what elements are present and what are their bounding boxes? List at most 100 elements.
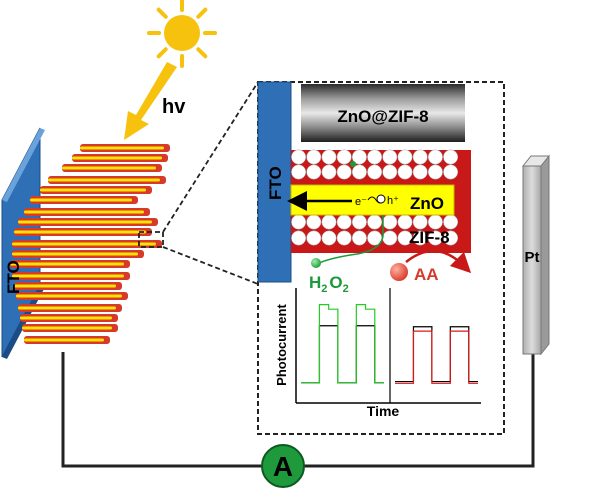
zif8-pore xyxy=(291,149,307,165)
zif8-pore xyxy=(336,164,352,180)
zif8-label: ZIF-8 xyxy=(409,228,450,247)
h2o2-molecule-icon xyxy=(311,258,321,268)
zif8-pore xyxy=(427,164,443,180)
fto-inset-label: FTO xyxy=(266,166,285,200)
sun-ray-icon xyxy=(196,7,208,19)
zif8-pore xyxy=(367,164,383,180)
aa-label: AA xyxy=(414,265,439,284)
zif8-pore xyxy=(382,214,398,230)
nanorod-core xyxy=(22,326,112,330)
zif8-pore xyxy=(336,214,352,230)
diffusion-path xyxy=(316,215,384,265)
zif8-pore xyxy=(321,214,337,230)
zif8-pore xyxy=(351,164,367,180)
nanorod-core xyxy=(12,274,124,278)
zif8-pore xyxy=(321,230,337,246)
zif8-pore xyxy=(291,230,307,246)
zif8-pore xyxy=(306,164,322,180)
zif8-pore xyxy=(306,214,322,230)
pt-electrode-label: Pt xyxy=(525,249,540,266)
aa-molecule-icon xyxy=(390,263,408,281)
zif8-pore xyxy=(443,164,459,180)
zif8-pore xyxy=(382,164,398,180)
nanorod-core xyxy=(40,188,146,192)
zif8-pore xyxy=(412,149,428,165)
zif8-pore xyxy=(443,149,459,165)
zif8-pore xyxy=(412,230,428,246)
zif8-pore xyxy=(443,230,459,246)
nanorod-core xyxy=(14,230,146,234)
zif8-pore xyxy=(291,164,307,180)
zif8-pore xyxy=(427,230,443,246)
photocurrent-series-line xyxy=(395,330,478,384)
nanorod-core xyxy=(72,156,162,160)
zif8-pore xyxy=(367,214,383,230)
nanorod-core xyxy=(18,220,152,224)
sun-disk-icon xyxy=(164,15,200,51)
fto-electrode-label: FTO xyxy=(4,260,23,294)
photocurrent-series-line xyxy=(301,304,384,384)
zif8-pore xyxy=(397,230,413,246)
magnifier-indicator xyxy=(138,81,259,285)
zif8-pore xyxy=(397,149,413,165)
zif8-pore xyxy=(427,149,443,165)
sun-ray-icon xyxy=(156,7,168,19)
nanorod-core xyxy=(24,338,104,342)
sem-image xyxy=(301,84,465,142)
photocurrent-axis-label: Photocurrent xyxy=(274,304,289,386)
ammeter-icon: A xyxy=(261,444,305,488)
zif8-pore xyxy=(351,230,367,246)
nanorod-core xyxy=(80,146,164,150)
hole-icon xyxy=(376,194,386,204)
zif8-pore xyxy=(351,214,367,230)
zif8-pore xyxy=(367,149,383,165)
h2o2-photocurrent-chart xyxy=(301,304,384,384)
light-label: hv xyxy=(162,96,186,118)
zif8-pore xyxy=(367,230,383,246)
time-axis-label: Time xyxy=(367,403,400,419)
nanorod-core xyxy=(10,262,124,266)
zif8-pore xyxy=(336,149,352,165)
zif8-pore xyxy=(306,230,322,246)
zif8-pore xyxy=(397,164,413,180)
nanorod-core xyxy=(62,166,156,170)
fto-inset-strip xyxy=(257,81,292,283)
hole-label: h⁺ xyxy=(387,195,399,207)
electron-label: e⁻ xyxy=(355,196,367,208)
nanorod-core xyxy=(18,306,116,310)
h2o2-molecule-small-icon xyxy=(350,161,356,167)
circuit-wire xyxy=(61,352,535,468)
zif8-pore xyxy=(291,214,307,230)
zif8-end xyxy=(454,185,471,215)
zif8-pore xyxy=(382,230,398,246)
nanorod-core xyxy=(12,242,156,246)
pt-electrode xyxy=(521,154,551,356)
aa-reaction-arrow xyxy=(405,249,472,274)
zno-label: ZnO xyxy=(410,194,444,213)
nanorod-core xyxy=(12,252,138,256)
sun-ray-icon xyxy=(196,47,208,59)
zif8-pore xyxy=(306,149,322,165)
light-arrow-icon xyxy=(124,62,177,140)
nanorod-core xyxy=(48,178,160,182)
aa-photocurrent-chart xyxy=(395,326,478,384)
nanorod-core xyxy=(30,198,132,202)
zif8-pore xyxy=(382,149,398,165)
zif8-pore xyxy=(412,164,428,180)
nanorod-core xyxy=(24,210,144,214)
zif8-pore xyxy=(351,149,367,165)
sun-icon xyxy=(147,0,217,68)
nanorod-core xyxy=(14,284,116,288)
sun-ray-icon xyxy=(156,47,168,59)
sem-caption: ZnO@ZIF-8 xyxy=(337,107,428,126)
zno-nanorod-array xyxy=(10,144,170,344)
zif8-pore xyxy=(321,149,337,165)
zif8-pore xyxy=(321,164,337,180)
zif8-shell xyxy=(291,149,471,253)
nanorod-core xyxy=(16,294,122,298)
nanorod-core xyxy=(20,316,112,320)
zif8-pore xyxy=(336,230,352,246)
